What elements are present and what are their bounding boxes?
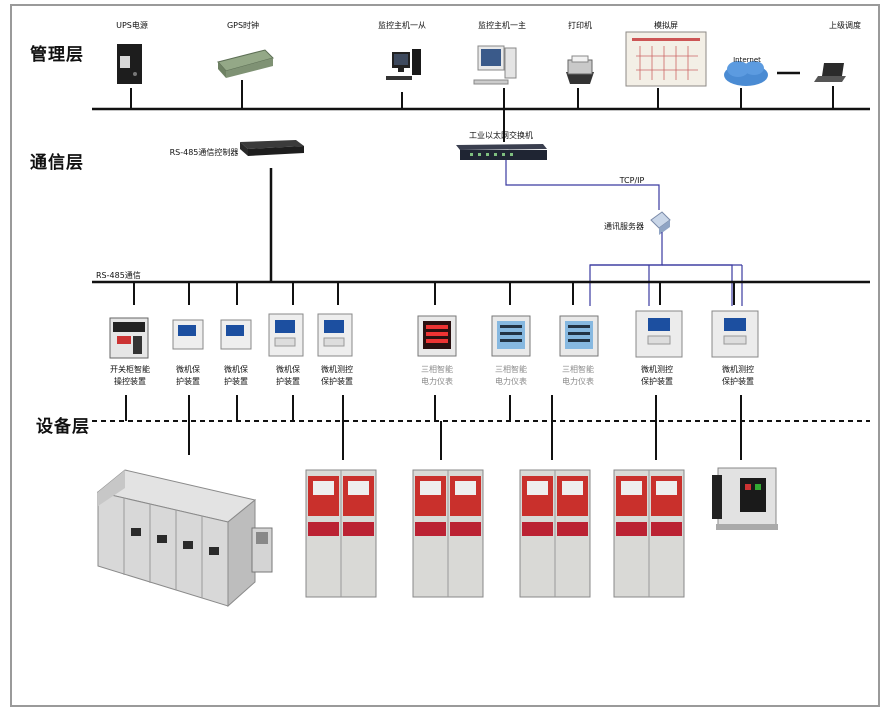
field-device-label: 三相智能电力仪表	[495, 365, 527, 386]
power-meter-icon-2	[491, 315, 531, 357]
power-meter-icon-3	[559, 315, 599, 357]
field-device-label: 微机保护装置	[224, 365, 248, 386]
label-comm-server: 通讯服务器	[604, 222, 644, 231]
field-device-label: 三相智能电力仪表	[421, 365, 453, 386]
tcpip-line	[505, 160, 660, 210]
field-device-label: 微机测控保护装置	[321, 365, 353, 386]
vacuum-breaker-icon	[712, 467, 778, 530]
label-ups: UPS电源	[116, 21, 148, 30]
power-meter-icon-1	[417, 315, 457, 357]
cabinet-pair-1	[305, 469, 377, 598]
computer-slave-icon	[386, 49, 421, 80]
relay-icon-1	[172, 319, 204, 350]
label-dispatch: 上级调度	[829, 21, 861, 30]
relay-icon-4	[317, 313, 353, 357]
field-device-label: 微机保护装置	[276, 365, 300, 386]
rs485-drops	[133, 282, 735, 305]
diagram-frame	[10, 4, 880, 707]
label-internet: Internet	[733, 56, 761, 64]
cabinet-pair-4	[613, 469, 685, 598]
ethernet-switch-icon	[456, 144, 547, 160]
layer-management: 管理层	[30, 45, 84, 65]
label-monitor-slave: 监控主机一从	[378, 21, 426, 30]
printer-icon	[566, 55, 594, 84]
field-device-label: 微机测控保护装置	[722, 365, 754, 386]
field-device-label: 微机测控保护装置	[641, 365, 673, 386]
label-monitor-master: 监控主机一主	[478, 21, 526, 30]
internet-cloud-icon	[724, 61, 768, 86]
device-drops	[125, 395, 742, 460]
label-gps: GPS时钟	[226, 21, 260, 30]
field-device-label: 微机保护装置	[176, 365, 200, 386]
label-mimic-panel: 模拟屏	[654, 21, 678, 30]
mimic-panel-icon	[625, 31, 707, 87]
rs485-controller-icon	[240, 140, 304, 156]
protection-device-icon-1	[635, 310, 683, 358]
switchgear-lineup	[96, 469, 273, 608]
switchgear-controller-icon	[109, 317, 149, 359]
relay-icon-3	[268, 313, 304, 357]
cabinet-pair-3	[519, 469, 591, 598]
label-printer: 打印机	[568, 21, 592, 30]
comm-server-icon	[650, 211, 671, 235]
label-ethernet-switch: 工业以太网交换机	[469, 131, 533, 140]
label-rs485-bus: RS-485通信	[96, 271, 141, 280]
layer-device: 设备层	[36, 417, 90, 437]
label-rs485-controller: RS-485通信控制器	[169, 148, 239, 157]
comm-server-lines	[589, 232, 743, 306]
field-device-label: 三相智能电力仪表	[562, 365, 594, 386]
field-device-label: 开关柜智能操控装置	[110, 365, 150, 386]
ups-icon	[117, 44, 142, 84]
layer-communication: 通信层	[30, 153, 84, 173]
cabinet-pair-2	[412, 469, 484, 598]
protection-device-icon-2	[711, 310, 759, 358]
management-drops	[130, 80, 834, 142]
relay-icon-2	[220, 319, 252, 350]
label-tcpip: TCP/IP	[619, 176, 645, 185]
computer-master-icon	[473, 45, 517, 85]
field-device-icons	[109, 310, 759, 359]
gps-clock-icon	[217, 49, 274, 78]
laptop-icon	[814, 63, 846, 82]
